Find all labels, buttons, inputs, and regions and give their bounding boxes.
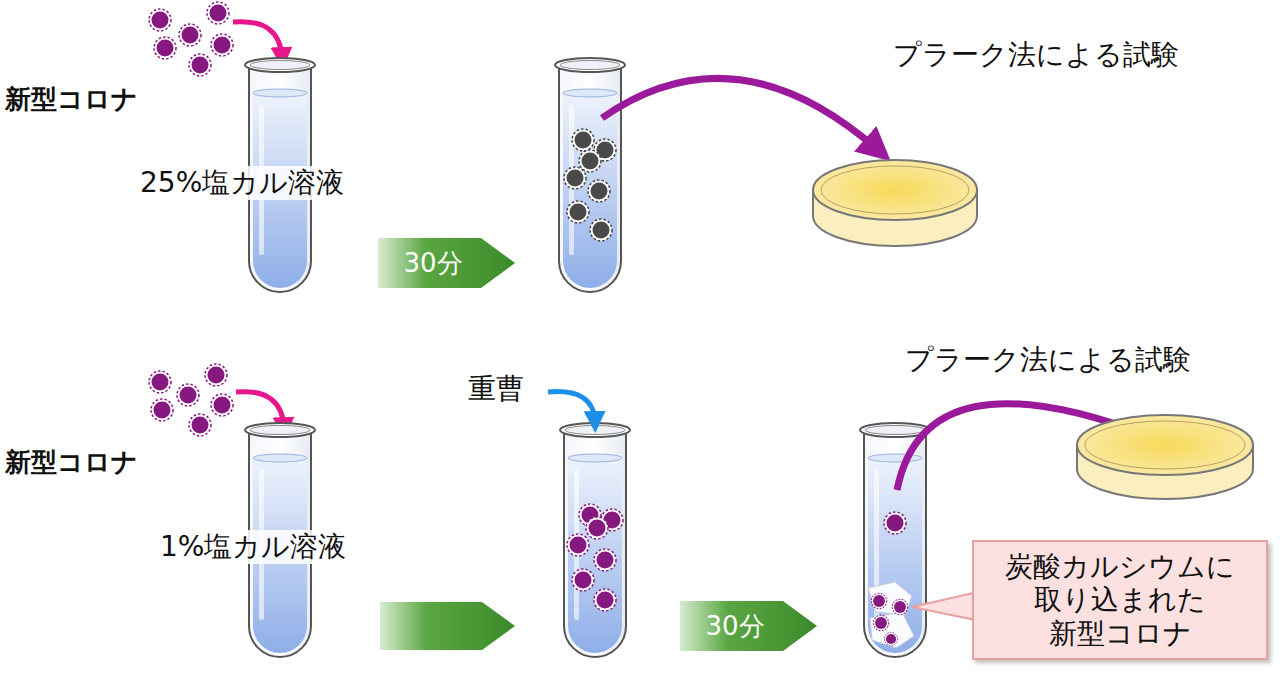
duration-label: 30分 [403, 250, 462, 276]
text-label: 新型コロナ [5, 447, 138, 478]
add-arrow [548, 392, 595, 422]
text-label: 1%塩カル溶液 [156, 530, 350, 564]
arrow-body [680, 601, 817, 651]
test-tube [555, 58, 625, 292]
text-label: 25%塩カル溶液 [136, 166, 348, 200]
duration-label: 30分 [705, 613, 764, 639]
step-arrow: 30分 [680, 601, 817, 651]
callout-box: 炭酸カルシウムに 取り込まれた 新型コロナ [972, 540, 1268, 661]
calcium-carbonate [868, 582, 914, 648]
text-label: プラーク法による試験 [905, 343, 1191, 377]
virus-cluster [567, 504, 623, 611]
text-label: プラーク法による試験 [893, 38, 1179, 72]
arrow-body [378, 238, 515, 288]
text-label: 重曹 [468, 372, 524, 406]
virus-cluster [149, 2, 233, 76]
callout-text: 炭酸カルシウムに 取り込まれた 新型コロナ [1000, 550, 1240, 651]
petri-dish [1077, 415, 1253, 499]
text-label: 新型コロナ [5, 84, 138, 115]
add-arrow [233, 22, 282, 58]
test-tube [860, 423, 930, 657]
test-tube [560, 423, 630, 657]
petri-dish [813, 160, 977, 246]
inactivated-virus [564, 129, 616, 241]
step-arrow [380, 602, 515, 650]
virus-cluster [149, 364, 233, 436]
step-arrow: 30分 [378, 238, 515, 288]
transfer-arrow [602, 78, 878, 150]
free-virus [884, 512, 906, 534]
